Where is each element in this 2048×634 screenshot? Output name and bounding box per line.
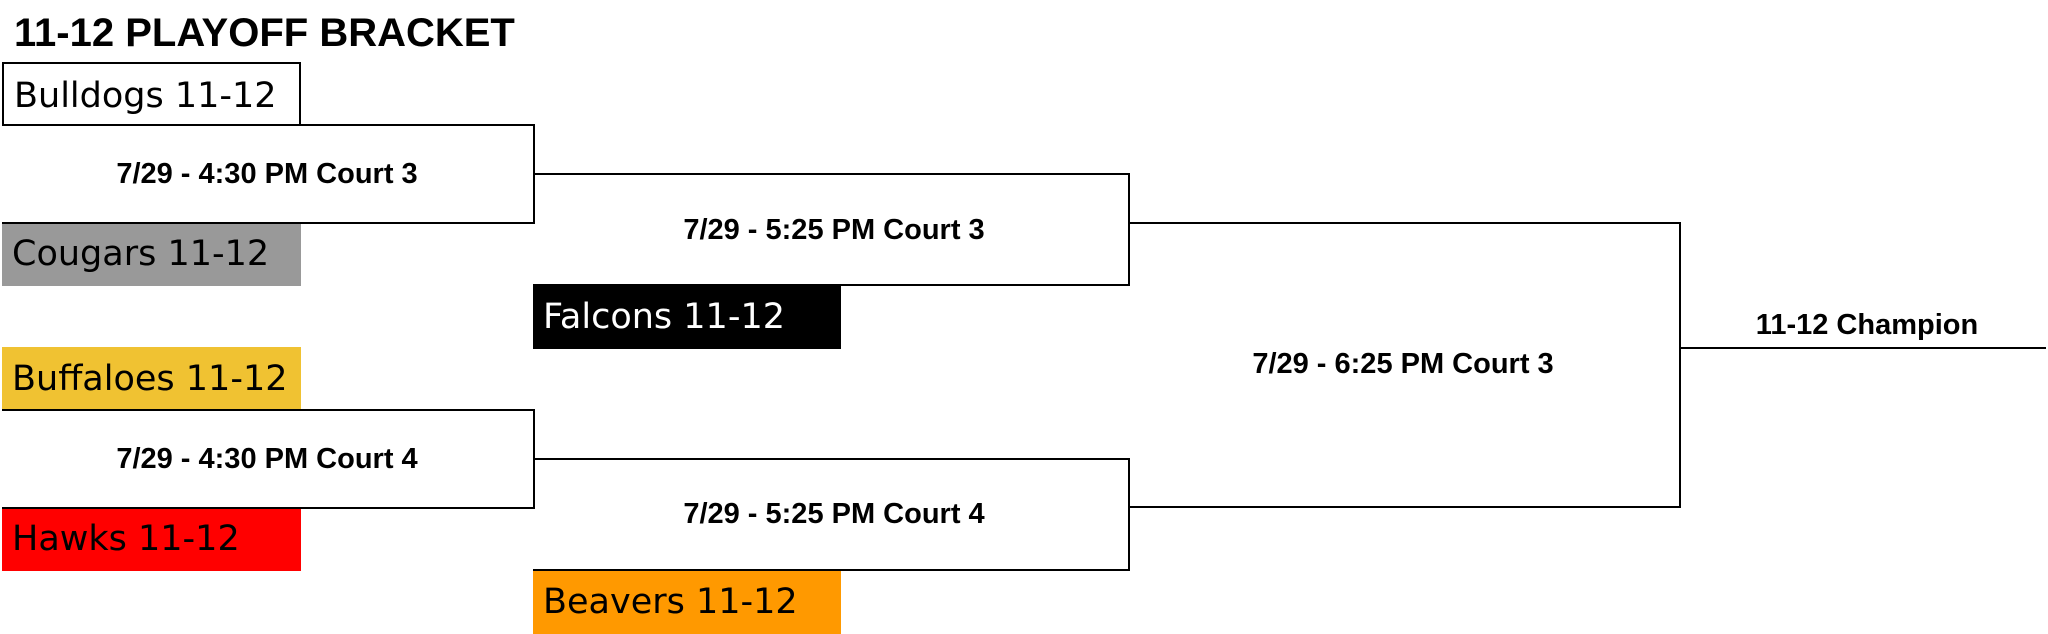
team-beavers: Beavers 11-12 (533, 570, 841, 634)
bracket-line (2, 124, 535, 126)
game-label-final: 7/29 - 6:25 PM Court 3 (1252, 348, 1554, 380)
team-hawks: Hawks 11-12 (2, 507, 301, 571)
bracket-line (2, 507, 535, 509)
bracket-line (533, 569, 1130, 571)
champion-label: 11-12 Champion (1755, 309, 1979, 341)
game-label-round2-a: 7/29 - 5:25 PM Court 3 (683, 214, 985, 246)
game-label-round1-a: 7/29 - 4:30 PM Court 3 (116, 158, 418, 190)
bracket-line (533, 173, 1130, 175)
bracket-line (1128, 458, 1130, 571)
bracket-line (2, 409, 535, 411)
bracket-title: 11-12 PLAYOFF BRACKET (14, 11, 515, 55)
bracket-line (1128, 222, 1681, 224)
team-cougars: Cougars 11-12 (2, 222, 301, 286)
bracket-line (1128, 173, 1130, 286)
champion-line (1679, 347, 2046, 349)
game-label-round2-b: 7/29 - 5:25 PM Court 4 (683, 498, 985, 530)
game-label-round1-b: 7/29 - 4:30 PM Court 4 (116, 443, 418, 475)
bracket-line (1679, 222, 1681, 508)
bracket-line (2, 222, 535, 224)
team-bulldogs: Bulldogs 11-12 (2, 62, 301, 126)
bracket-line (1128, 506, 1681, 508)
bracket-line (533, 284, 1130, 286)
team-buffaloes: Buffaloes 11-12 (2, 347, 301, 411)
bracket-line (533, 458, 1130, 460)
team-falcons: Falcons 11-12 (533, 285, 841, 349)
